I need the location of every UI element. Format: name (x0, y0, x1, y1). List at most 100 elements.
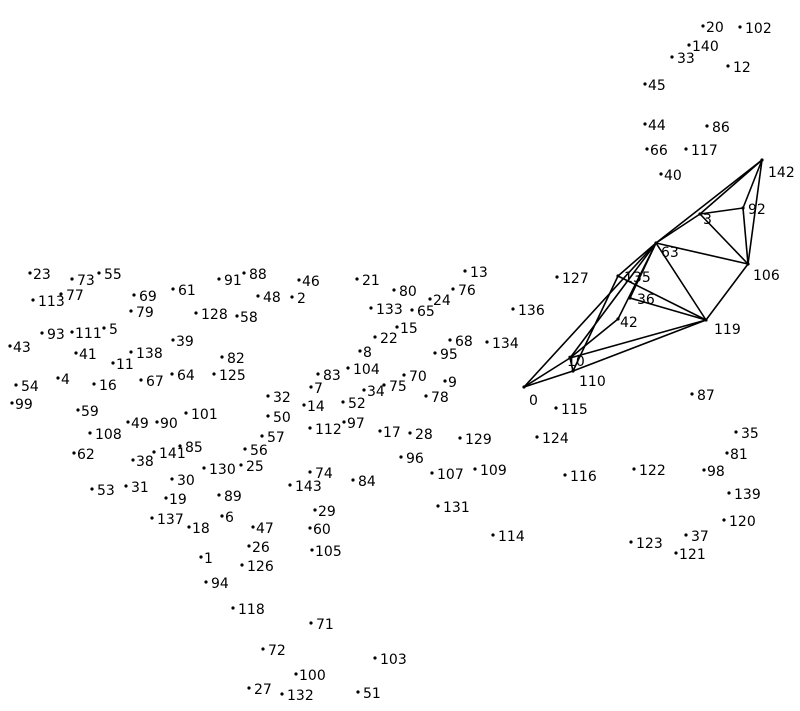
edge-63-135 (617, 242, 657, 277)
point-label: 123 (636, 536, 663, 552)
point-51: 51 (356, 686, 381, 702)
point-89: 89 (217, 489, 242, 505)
point-label: 45 (648, 78, 666, 94)
point-label: 23 (33, 267, 51, 283)
point-28: 28 (408, 427, 433, 443)
point-82: 82 (220, 351, 245, 367)
point-label: 119 (714, 322, 741, 338)
point-label: 99 (15, 397, 33, 413)
point-dot (399, 455, 403, 459)
point-75: 75 (382, 379, 407, 395)
point-63: 63 (654, 241, 679, 261)
point-109: 109 (473, 463, 507, 479)
point-label: 118 (238, 602, 265, 618)
point-dot (362, 388, 366, 392)
point-42: 42 (616, 315, 638, 331)
point-dot (373, 656, 377, 660)
point-3: 3 (698, 212, 712, 228)
point-dot (402, 373, 406, 377)
point-label: 95 (440, 347, 458, 363)
point-dot (260, 434, 264, 438)
point-29: 29 (313, 504, 336, 520)
point-dot (261, 647, 265, 651)
point-dot (199, 555, 203, 559)
point-67: 67 (139, 374, 164, 390)
point-label: 112 (315, 422, 342, 438)
point-label: 62 (77, 447, 95, 463)
point-dot (31, 298, 35, 302)
point-label: 120 (729, 514, 756, 530)
point-6: 6 (220, 510, 234, 526)
point-dot (369, 306, 373, 310)
point-dot (690, 392, 694, 396)
point-9: 9 (443, 375, 457, 391)
point-dot (242, 271, 246, 275)
point-121: 121 (674, 547, 706, 563)
point-13: 13 (463, 265, 488, 281)
edge-0-110 (523, 370, 574, 388)
point-dot (684, 533, 688, 537)
point-19: 19 (164, 492, 187, 508)
point-15: 15 (395, 321, 418, 337)
point-116: 116 (563, 469, 597, 485)
point-dot (309, 385, 313, 389)
point-27: 27 (247, 682, 272, 698)
point-46: 46 (297, 274, 320, 290)
point-label: 76 (458, 283, 476, 299)
point-111: 111 (70, 326, 102, 342)
point-label: 78 (431, 390, 449, 406)
point-dot (129, 309, 133, 313)
point-36: 36 (628, 292, 655, 308)
point-83: 83 (316, 368, 341, 384)
point-4: 4 (56, 372, 70, 388)
point-label: 115 (561, 402, 588, 418)
point-label: 73 (77, 273, 95, 289)
point-dot (290, 295, 294, 299)
point-62: 62 (72, 447, 95, 463)
point-label: 26 (252, 540, 270, 556)
point-dot (491, 533, 495, 537)
point-dot (170, 477, 174, 481)
point-7: 7 (309, 381, 323, 397)
point-dot (654, 241, 658, 245)
point-113: 113 (31, 294, 65, 310)
point-dot (443, 379, 447, 383)
point-label: 128 (201, 307, 228, 323)
point-112: 112 (308, 422, 342, 438)
point-dot (129, 350, 133, 354)
point-23: 23 (28, 267, 51, 283)
point-label: 107 (437, 467, 464, 483)
point-122: 122 (632, 463, 666, 479)
point-dot (378, 429, 382, 433)
point-label: 67 (146, 374, 164, 390)
point-dot (424, 394, 428, 398)
point-105: 105 (310, 544, 342, 560)
point-138: 138 (129, 346, 163, 362)
point-dot (408, 431, 412, 435)
point-dot (256, 294, 260, 298)
point-label: 66 (650, 143, 668, 159)
point-label: 85 (185, 440, 203, 456)
point-label: 121 (679, 547, 706, 563)
point-label: 131 (443, 500, 470, 516)
point-56: 56 (243, 443, 268, 459)
point-40: 40 (659, 168, 682, 184)
point-54: 54 (14, 379, 39, 395)
point-dot (231, 606, 235, 610)
point-label: 59 (81, 404, 99, 420)
point-label: 108 (95, 427, 122, 443)
point-label: 25 (246, 459, 264, 475)
point-142: 142 (760, 158, 795, 181)
edge-3-63 (655, 213, 701, 244)
point-72: 72 (261, 643, 286, 659)
point-dot (184, 411, 188, 415)
point-dot (698, 212, 702, 216)
point-label: 22 (380, 331, 398, 347)
point-60: 60 (308, 522, 331, 538)
edge-63-106 (655, 242, 749, 265)
point-dot (555, 275, 559, 279)
point-dot (308, 470, 312, 474)
point-label: 91 (224, 273, 242, 289)
point-0: 0 (522, 385, 538, 409)
point-label: 3 (703, 212, 712, 228)
